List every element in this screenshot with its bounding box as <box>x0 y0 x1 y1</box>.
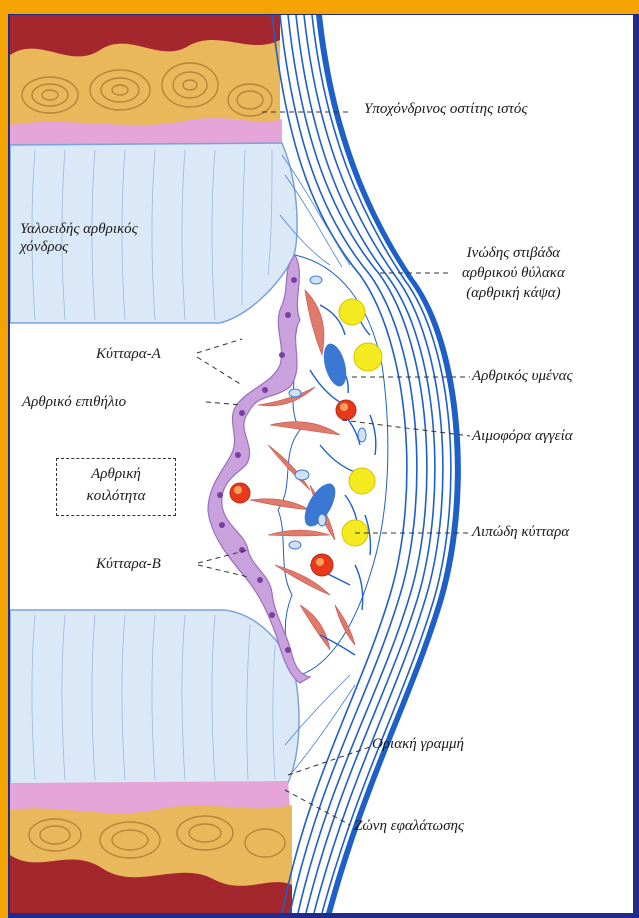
label-joint-cavity: Αρθρική κοιλότητα <box>56 463 176 507</box>
top-bone-trabeculae <box>10 40 280 130</box>
label-cells-b: Κύτταρα-Β <box>96 555 161 573</box>
label-calcified-zone: Ζώνη εφαλάτωσης <box>354 817 464 835</box>
label-hyaline-cartilage: Υαλοειδής αρθρικός χόνδρος <box>20 220 138 256</box>
label-blood-vessels: Αιμοφόρα αγγεία <box>472 427 573 445</box>
label-tidemark: Οριακή γραμμή <box>372 735 464 753</box>
label-fat-cells: Λιπώδη κύτταρα <box>472 523 569 541</box>
bottom-hyaline-cartilage <box>10 610 299 785</box>
label-cells-a: Κύτταρα-Α <box>96 345 161 363</box>
frame-orange-top-bar <box>0 0 639 14</box>
label-synovial-epithelium: Αρθρικό επιθήλιο <box>22 393 126 411</box>
frame-orange-left-bar <box>0 0 8 918</box>
label-synovial-membrane: Αρθρικός υμένας <box>472 367 573 385</box>
diagram-panel: Υποχόνδρινος οστίτης ιστός Υαλοειδής αρθ… <box>10 15 633 913</box>
label-fibrous-layer: Ινώδης στιβάδα αρθρικού θύλακα (αρθρική … <box>462 243 565 303</box>
label-subchondral-bone: Υποχόνδρινος οστίτης ιστός <box>364 100 527 118</box>
